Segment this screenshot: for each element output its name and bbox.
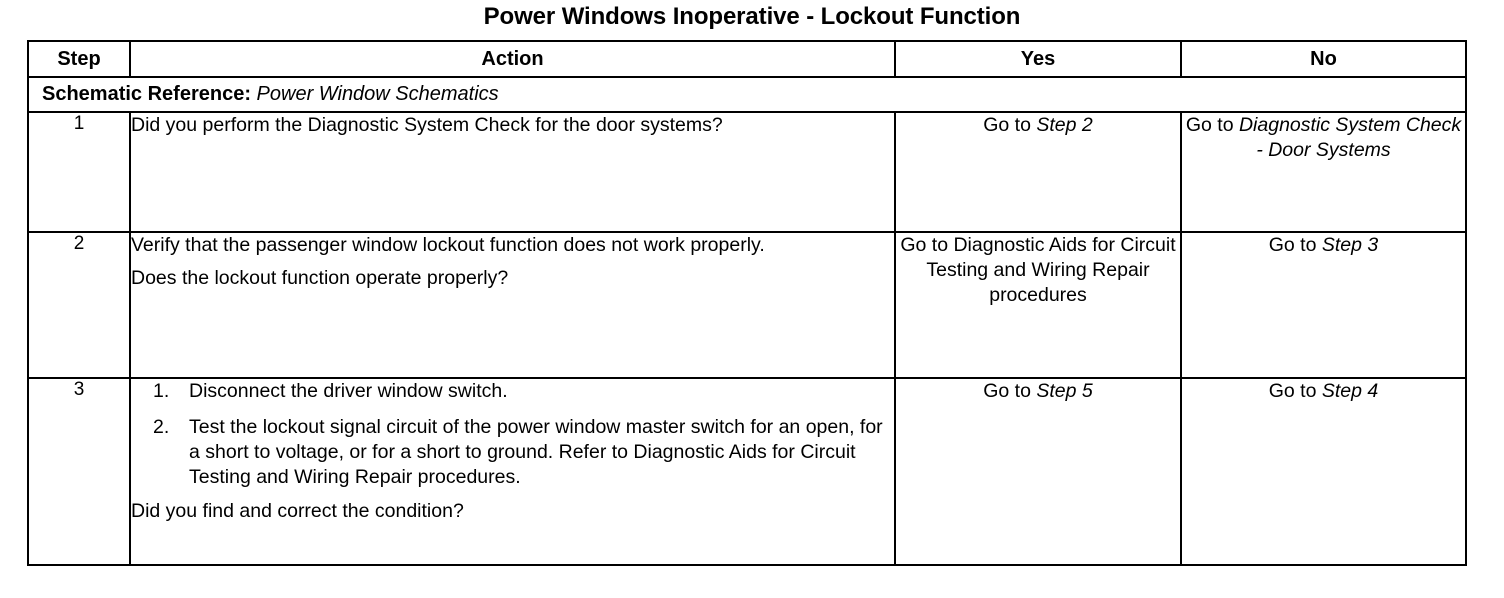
table-header-row: Step Action Yes No	[27, 40, 1467, 78]
list-item-text: Test the lockout signal circuit of the p…	[189, 416, 883, 488]
yes-answer: Go to Diagnostic Aids for Circuit Testin…	[894, 231, 1182, 379]
diagnostic-steps-table: Step Action Yes No Schematic Reference: …	[27, 40, 1467, 566]
schematic-reference-label: Schematic Reference:	[42, 83, 251, 105]
column-header-action: Action	[129, 40, 896, 78]
table-row: 1 Did you perform the Diagnostic System …	[27, 111, 1467, 233]
step-action: Verify that the passenger window lockout…	[129, 231, 896, 379]
schematic-reference-value[interactable]: Power Window Schematics	[256, 83, 499, 105]
yes-answer-prefix: Go to Diagnostic Aids for Circuit Testin…	[900, 234, 1176, 306]
step-number: 1	[27, 111, 131, 233]
action-paragraph: Did you perform the Diagnostic System Ch…	[131, 114, 723, 136]
column-header-no: No	[1180, 40, 1467, 78]
no-answer: Go to Step 4	[1180, 377, 1467, 566]
list-item-number: 2.	[153, 416, 170, 438]
step-number: 3	[27, 377, 131, 566]
action-step-list: 1. Disconnect the driver window switch. 2…	[131, 379, 894, 490]
list-item: 2. Test the lockout signal circuit of the…	[131, 415, 894, 490]
list-item-text: Disconnect the driver window switch.	[189, 380, 508, 402]
table-row: 3 1. Disconnect the driver window switch.…	[27, 377, 1467, 566]
column-header-step: Step	[27, 40, 131, 78]
no-answer-link[interactable]: Step 4	[1321, 380, 1379, 402]
column-header-yes: Yes	[894, 40, 1182, 78]
yes-answer-prefix: Go to	[983, 114, 1037, 136]
step-number: 2	[27, 231, 131, 379]
page-title: Power Windows Inoperative - Lockout Func…	[483, 3, 1021, 30]
yes-answer: Go to Step 2	[894, 111, 1182, 233]
schematic-reference-cell: Schematic Reference: Power Window Schema…	[27, 76, 1467, 113]
step-action: Did you perform the Diagnostic System Ch…	[129, 111, 896, 233]
action-question: Does the lockout function operate proper…	[131, 267, 509, 289]
step-action: 1. Disconnect the driver window switch. 2…	[129, 377, 896, 566]
no-answer: Go to Step 3	[1180, 231, 1467, 379]
list-item-number: 1.	[153, 380, 170, 402]
yes-answer-prefix: Go to	[983, 380, 1037, 402]
no-answer-prefix: Go to	[1185, 114, 1239, 136]
yes-answer-link[interactable]: Step 5	[1036, 380, 1093, 402]
no-answer-link[interactable]: Step 3	[1321, 234, 1379, 256]
no-answer-link[interactable]: Diagnostic System Check - Door Systems	[1238, 114, 1462, 161]
no-answer: Go to Diagnostic System Check - Door Sys…	[1180, 111, 1467, 233]
yes-answer: Go to Step 5	[894, 377, 1182, 566]
no-answer-prefix: Go to	[1268, 380, 1322, 402]
action-paragraph: Verify that the passenger window lockout…	[131, 234, 765, 256]
yes-answer-link[interactable]: Step 2	[1036, 114, 1093, 136]
schematic-reference-row: Schematic Reference: Power Window Schema…	[27, 76, 1467, 113]
no-answer-prefix: Go to	[1268, 234, 1322, 256]
table-row: 2 Verify that the passenger window locko…	[27, 231, 1467, 379]
list-item: 1. Disconnect the driver window switch.	[131, 379, 894, 404]
action-question: Did you find and correct the condition?	[131, 500, 464, 522]
